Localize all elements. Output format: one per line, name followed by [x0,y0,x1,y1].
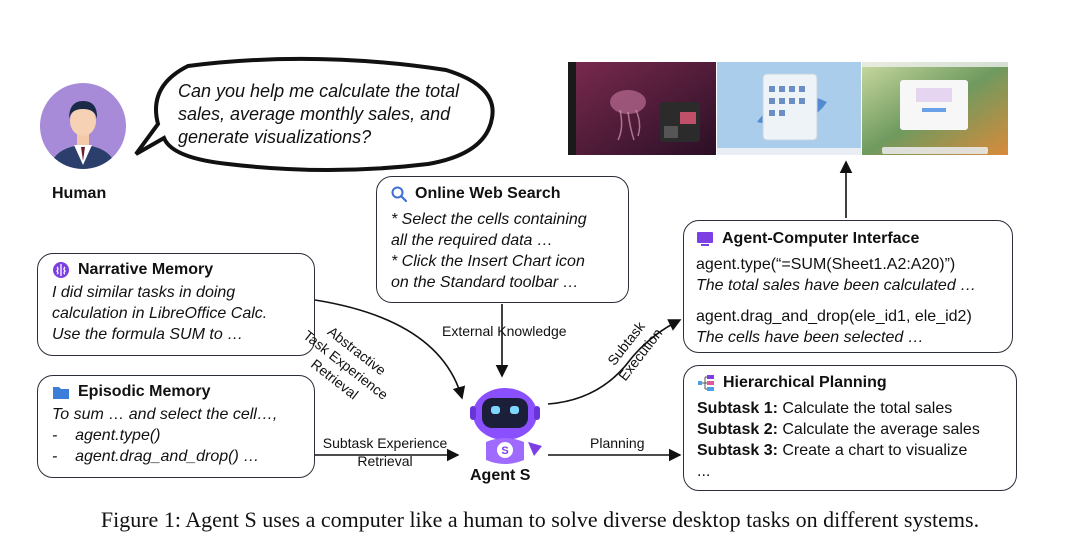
subtask-label: Subtask 3: [697,442,778,459]
robot-icon: S [462,380,548,470]
ubuntu-screenshot-image [568,62,716,155]
human-avatar-icon [40,83,126,169]
subtask-text: Create a chart to visualize [782,442,968,459]
agent-computer-interface-box: Agent-Computer Interface agent.type(“=SU… [683,220,1013,353]
hierarchy-icon [698,375,714,391]
subtask-label: Subtask 1: [697,400,778,417]
arrow-narrative-to-agent [314,299,466,400]
web-search-title-row: Online Web Search [391,185,614,203]
planning-ellipsis: ... [697,463,711,480]
arrow-agent-to-aci [547,319,682,405]
planning-title-row: Hierarchical Planning [697,374,1003,392]
subtask-text: Calculate the average sales [782,421,980,438]
robot-badge: S [501,445,508,457]
speech-line: sales, average monthly sales, and [178,104,451,124]
web-search-line: all the required data … [391,232,553,249]
aci-title: Agent-Computer Interface [722,230,920,247]
online-web-search-box: Online Web Search * Select the cells con… [376,176,629,303]
planning-edge-label: Planning [590,435,645,451]
aci-line: agent.drag_and_drop(ele_id1, ele_id2) [696,308,972,325]
subtask-row: Subtask 3: Create a chart to visualize [697,440,1003,461]
external-knowledge-label: External Knowledge [442,323,567,339]
ubuntu-screenshot [568,62,716,155]
subtask-row: Subtask 2: Calculate the average sales [697,419,1003,440]
episodic-title: Episodic Memory [78,383,211,400]
subtask-retrieval-label: Subtask Experience Retrieval [318,434,452,470]
brain-icon [53,262,69,278]
subtask-row: Subtask 1: Calculate the total sales [697,398,1003,419]
aci-title-row: Agent-Computer Interface [696,230,1000,248]
speech-line: generate visualizations? [178,127,372,147]
subtask-retrieval-line: Subtask Experience [322,435,448,451]
speech-bubble [134,56,495,172]
episodic-line: - agent.type() [52,427,161,444]
narrative-title-row: Narrative Memory [52,261,300,279]
macos-screenshot [862,62,1008,155]
narrative-title: Narrative Memory [78,261,214,278]
windows-screenshot [717,62,861,155]
planning-title: Hierarchical Planning [723,374,887,391]
monitor-icon [697,232,713,246]
macos-screenshot-image [862,62,1008,155]
agent-label: Agent S [470,467,531,484]
human-label: Human [52,185,107,202]
windows-screenshot-image [717,62,861,155]
web-search-line: on the Standard toolbar … [391,274,579,291]
hierarchical-planning-box: Hierarchical Planning Subtask 1: Calcula… [683,365,1017,491]
narrative-memory-box: Narrative Memory I did similar tasks in … [37,253,315,356]
web-search-line: * Select the cells containing [391,211,587,228]
subtask-retrieval-line: Retrieval [357,453,413,469]
narrative-line: calculation in LibreOffice Calc. [52,305,268,322]
episodic-memory-box: Episodic Memory To sum … and select the … [37,375,315,478]
web-search-title: Online Web Search [415,185,561,202]
speech-line: Can you help me calculate the total [178,81,460,101]
speech-text: Can you help me calculate the total sale… [178,80,459,149]
narrative-line: I did similar tasks in doing [52,284,236,301]
episodic-title-row: Episodic Memory [52,383,300,401]
aci-line: The cells have been selected … [696,329,924,346]
episodic-line: To sum … and select the cell…, [52,406,278,423]
search-icon [391,186,407,202]
subtask-text: Calculate the total sales [782,400,953,417]
folder-icon [53,387,69,399]
aci-line: The total sales have been calculated … [696,277,977,294]
narrative-line: Use the formula SUM to … [52,326,244,343]
figure-caption: Figure 1: Agent S uses a computer like a… [100,507,980,532]
subtask-label: Subtask 2: [697,421,778,438]
aci-line: agent.type(“=SUM(Sheet1.A2:A20)”) [696,256,956,273]
web-search-line: * Click the Insert Chart icon [391,253,585,270]
episodic-line: - agent.drag_and_drop() … [52,448,260,465]
